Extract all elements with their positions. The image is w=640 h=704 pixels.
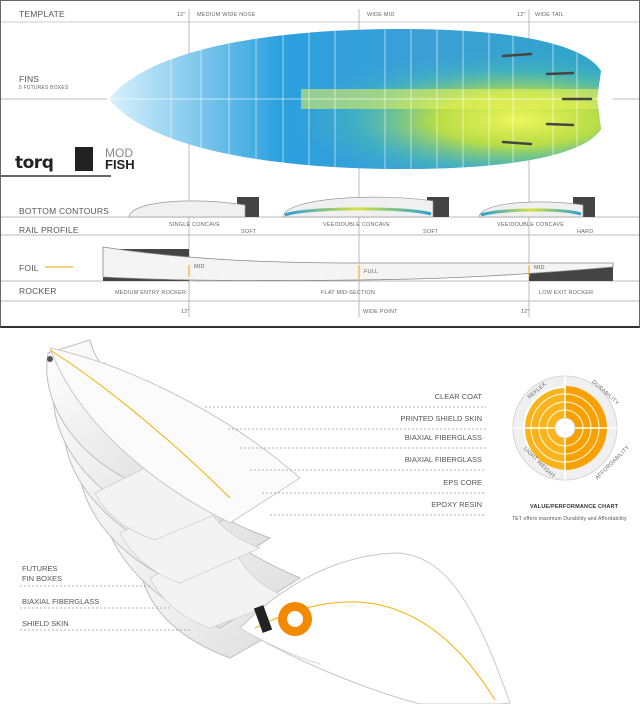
layer-printed-shield-skin: PRINTED SHIELD SKIN [400,414,482,423]
template-label: TEMPLATE [19,9,65,19]
tail-label: WIDE TAIL [535,12,564,18]
layer-shield-skin: SHIELD SKIN [22,619,69,628]
torq-logo: torq [15,153,54,173]
tail-12in-tick: 12" [517,12,526,18]
chart-quadrants [524,386,607,470]
rocker-mid: FLAT MID-SECTION [321,290,376,296]
fins-label: FINS [19,74,40,84]
rocker-label: ROCKER [19,286,57,296]
bottom-contours-label: BOTTOM CONTOURS [19,206,110,216]
rocker-nose: MEDIUM ENTRY ROCKER [115,290,187,296]
model-name: MOD FISH [105,147,135,171]
board-specs-graphic [1,9,639,317]
layer-clear-coat: CLEAR COAT [434,392,482,401]
layer-fin-boxes: FIN BOXES [22,574,63,583]
layer-epoxy-resin: EPOXY RESIN [431,500,482,509]
construction-layers-graphic [20,339,511,704]
layer-biaxial-fiberglass-1: BIAXIAL FIBERGLASS [404,433,482,442]
construction-panel: CLEAR COAT PRINTED SHIELD SKIN BIAXIAL F… [0,328,640,704]
fins-sub-label: 5 FUTURES BOXES [19,85,69,91]
foil-nose-marker: MID [194,264,205,270]
layer-biaxial-fiberglass-2: BIAXIAL FIBERGLASS [404,455,482,464]
rail-mid: SOFT [423,229,439,235]
nose-12in-tick: 12" [177,12,186,18]
rail-tail: HARD [577,229,594,235]
rail-profile-label: RAIL PROFILE [19,225,79,235]
mid-label: WIDE MID [367,12,395,18]
contour-tail: VEE/DOUBLE CONCAVE [497,222,565,228]
board-specs-panel: TEMPLATE 12" MEDIUM WIDE NOSE WIDE MID 1… [0,0,640,328]
layer-eps-core: EPS CORE [443,478,482,487]
model-name-line2: FISH [105,157,135,172]
rail-nose: SOFT [241,229,257,235]
bottom-tick-wide-point: WIDE POINT [363,309,398,315]
layer-biaxial-fiberglass-bottom: BIAXIAL FIBERGLASS [22,597,100,606]
nose-label: MEDIUM WIDE NOSE [197,12,256,18]
foil-tail-marker: MID [534,265,545,271]
chart-title: VALUE/PERFORMANCE CHART [530,504,619,510]
contour-nose: SINGLE CONCAVE [169,222,221,228]
torq-board-logo-icon [287,611,303,627]
rocker-tail: LOW EXIT ROCKER [539,290,594,296]
chart-caption: TET offers maximum Durability and Afford… [512,516,627,522]
bottom-tick-tail: 12" [521,309,530,315]
foil-label: FOIL [19,263,39,273]
foil-mid-marker: FULL [364,269,379,275]
tet-badge-icon [75,147,93,171]
value-performance-chart [512,375,618,481]
contour-mid: VEE/DOUBLE CONCAVE [323,222,391,228]
bottom-tick-nose: 12" [181,309,190,315]
chart-center [554,417,576,439]
layer-futures: FUTURES [22,564,58,573]
model-name-line1: MOD [105,146,133,160]
